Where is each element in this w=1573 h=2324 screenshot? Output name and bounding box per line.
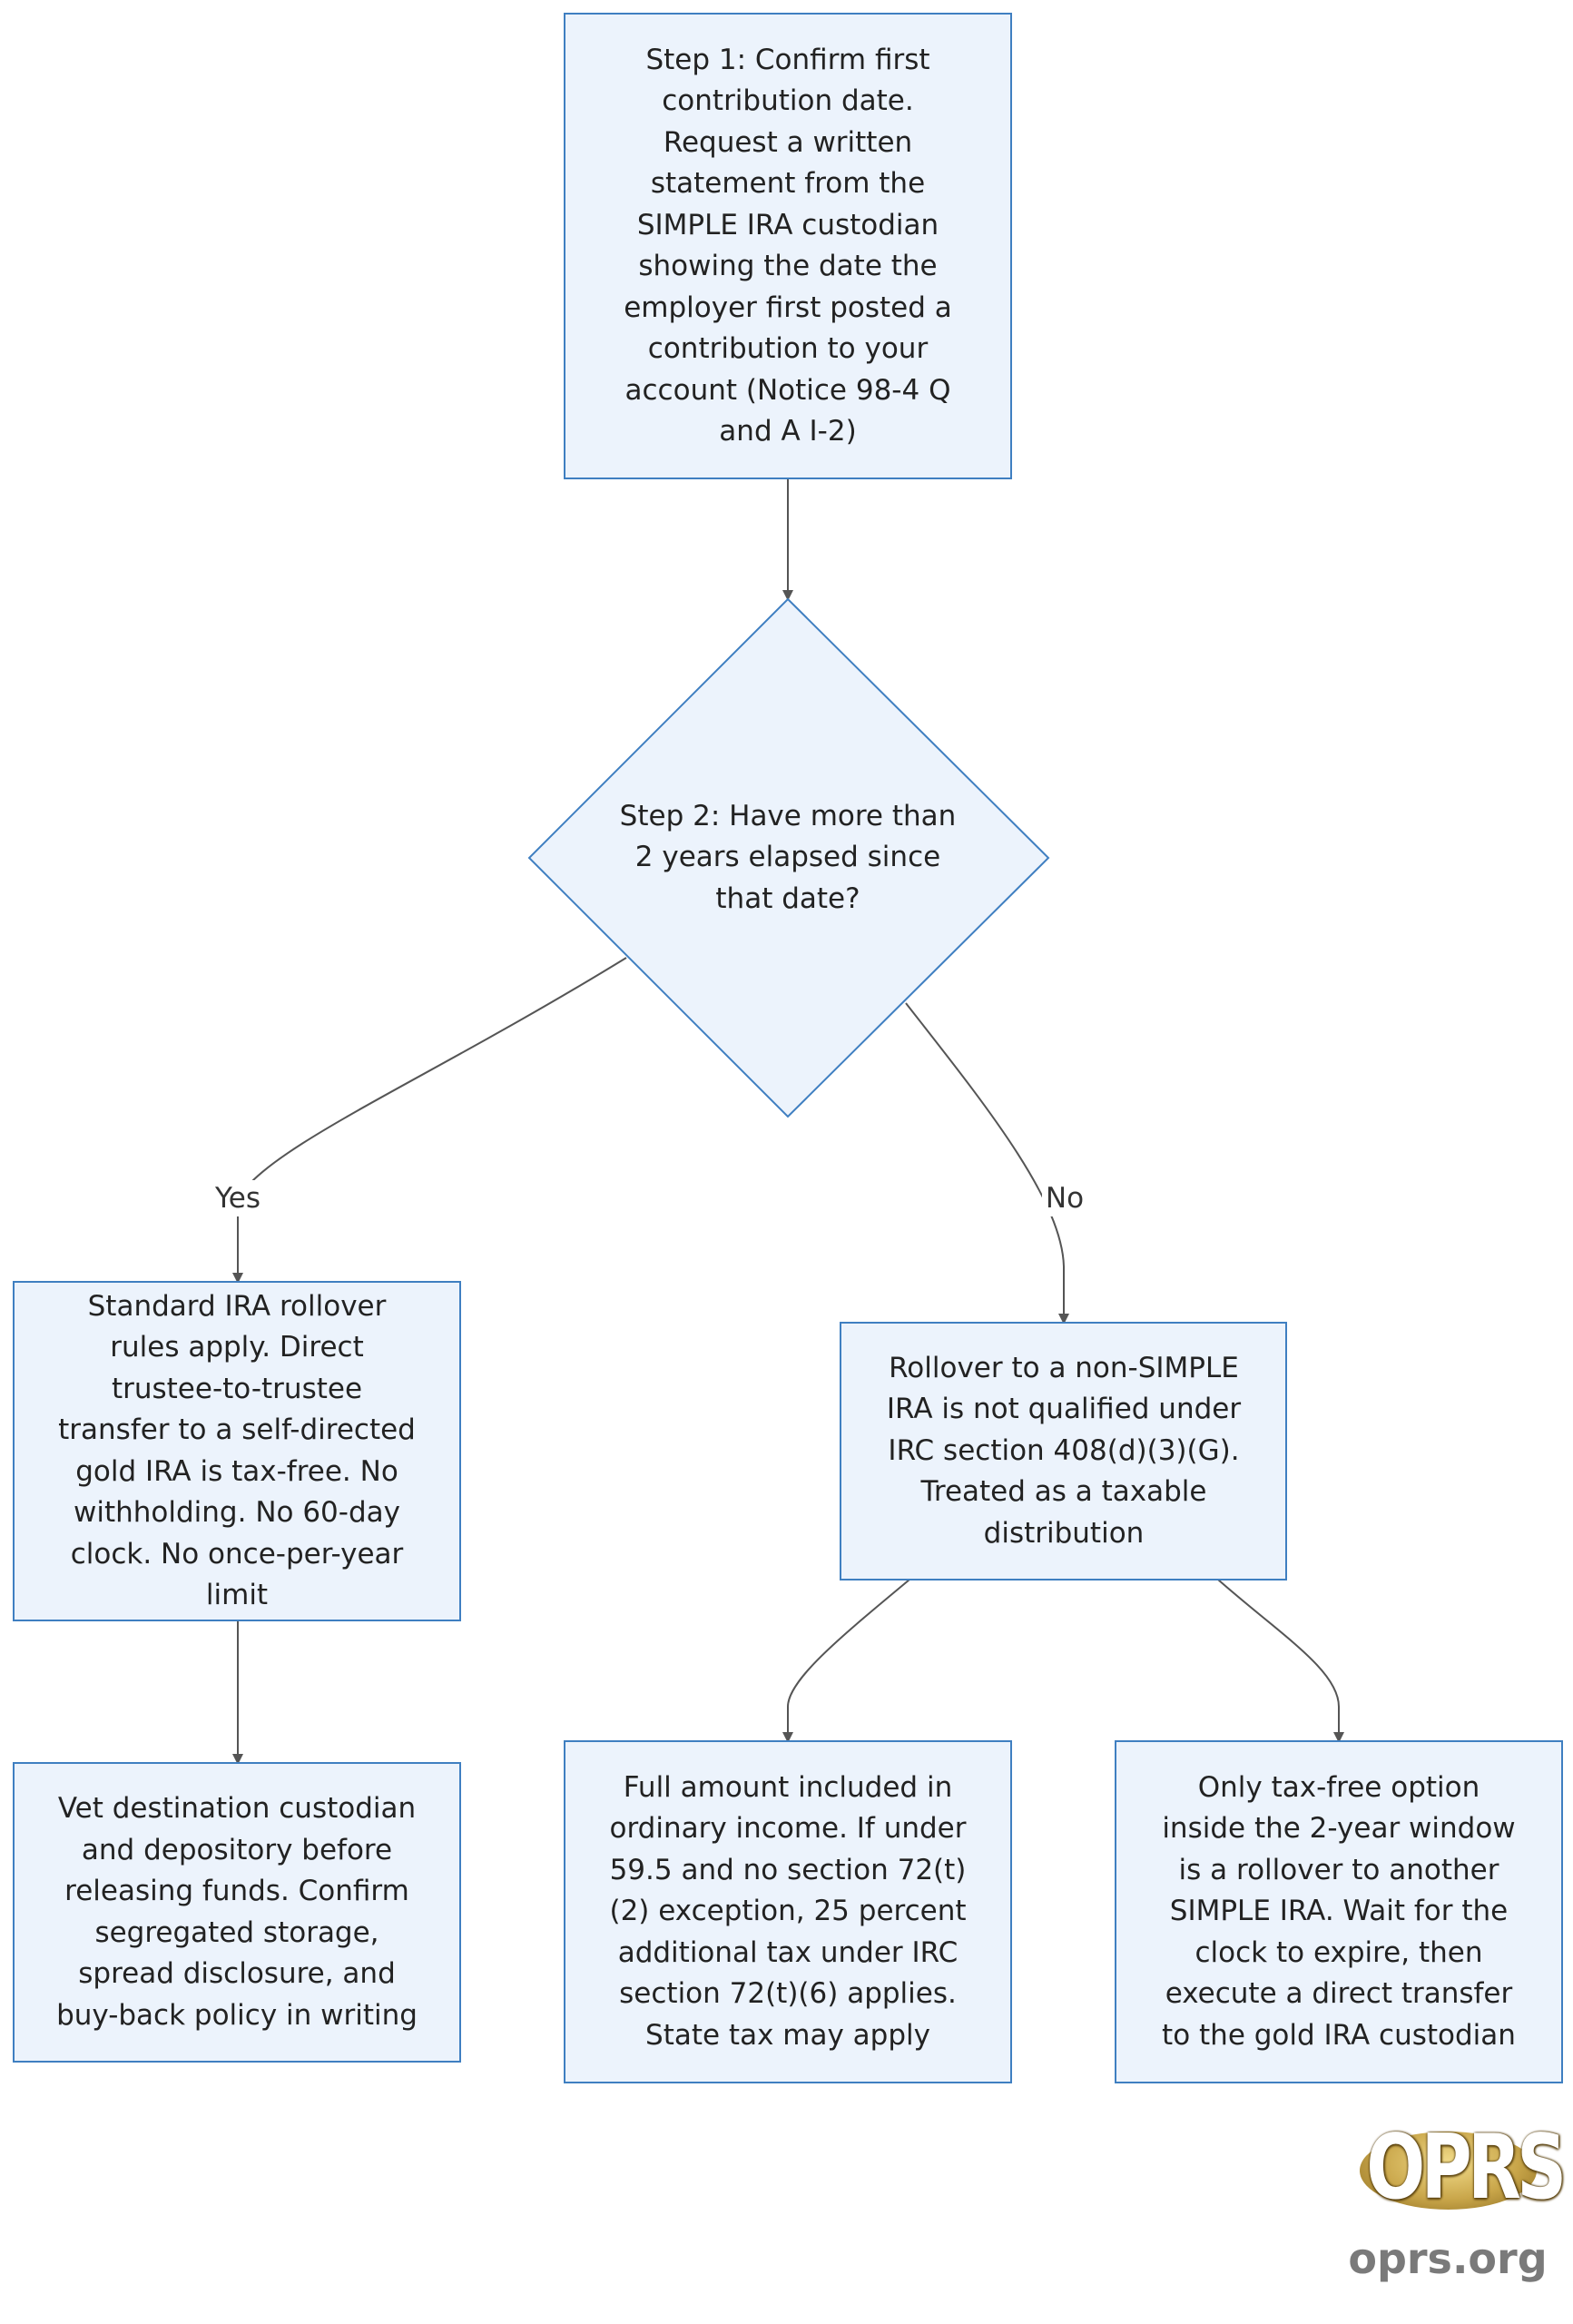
wait-box [1115, 1740, 1563, 2083]
wait-text: Only tax-free option inside the 2-year w… [1162, 1770, 1516, 2052]
no-result-box [840, 1322, 1287, 1581]
logo-mark: OPRS [1366, 2116, 1567, 2220]
vet-text: Vet destination custodian and depository… [56, 1792, 418, 2032]
edge-no-to-taxable [782, 1579, 910, 1743]
no-result-text: Rollover to a non-SIMPLE IRA is not qual… [886, 1351, 1242, 1550]
wait-node: Only tax-free option inside the 2-year w… [1157, 1741, 1520, 2083]
taxable-text: Full amount included in ordinary income.… [609, 1770, 967, 2052]
yes-result-node: Standard IRA rollover rules apply. Direc… [56, 1282, 418, 1620]
step1-text: Step 1: Confirm first contribution date.… [624, 43, 952, 448]
edge-step2-no [905, 1002, 1069, 1324]
step2-diamond [527, 597, 1050, 1118]
edge-step2-yes [232, 957, 627, 1284]
logo-gold-oval [1360, 2132, 1537, 2210]
edge-label-no: No [1042, 1180, 1087, 1216]
step1-node: Step 1: Confirm first contribution date.… [617, 14, 959, 478]
edge-no-to-wait [1217, 1579, 1344, 1743]
vet-node: Vet destination custodian and depository… [56, 1763, 418, 2062]
no-result-node: Rollover to a non-SIMPLE IRA is not qual… [879, 1323, 1249, 1580]
yes-result-text: Standard IRA rollover rules apply. Direc… [58, 1289, 416, 1612]
step2-text: Step 2: Have more than 2 years elapsed s… [619, 799, 957, 915]
taxable-box [564, 1740, 1012, 2083]
oprs-logo: OPRS oprs.org [1343, 2115, 1567, 2297]
taxable-node: Full amount included in ordinary income.… [606, 1741, 969, 2083]
edge-label-yes: Yes [211, 1180, 265, 1216]
vet-box [13, 1762, 461, 2063]
yes-result-box [13, 1281, 461, 1621]
step1-box [564, 13, 1012, 479]
logo-domain: oprs.org [1348, 2234, 1548, 2283]
step2-node: Step 2: Have more than 2 years elapsed s… [606, 744, 969, 971]
